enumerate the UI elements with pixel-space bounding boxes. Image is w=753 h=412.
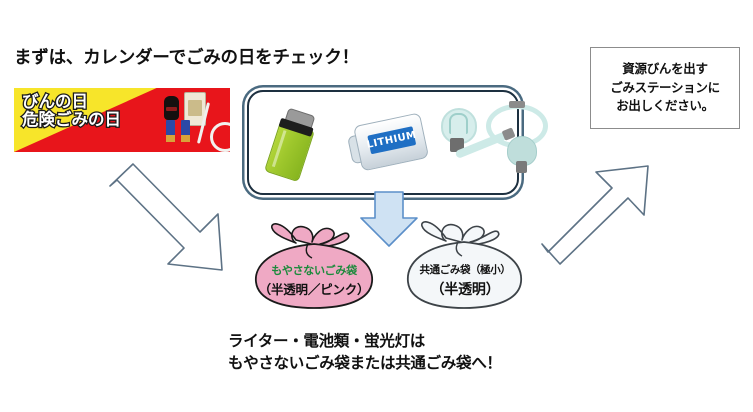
bag-shape xyxy=(407,221,522,309)
battery-photo-icon xyxy=(181,120,190,142)
bottom-caption: ライター・電池類・蛍光灯は もやさないごみ袋または共通ごみ袋へ！ xyxy=(228,330,502,374)
page-title: まずは、カレンダーでごみの日をチェック！ xyxy=(14,48,359,68)
pink-bag-label-line-2: （半透明／ピンク） xyxy=(258,282,370,297)
fluorescent-bulb-small-icon xyxy=(507,136,537,174)
caption-line-1: ライター・電池類・蛍光灯は xyxy=(228,332,425,350)
white-bag-label-line-1: 共通ごみ袋（極小） xyxy=(419,264,511,276)
pink-garbage-bag: もやさないごみ袋 （半透明／ピンク） xyxy=(248,218,380,310)
fluorescent-ring-photo-icon xyxy=(210,122,230,152)
caption-line-2: もやさないごみ袋または共通ごみ袋へ！ xyxy=(228,354,502,372)
blue-down-arrow-icon xyxy=(358,190,420,252)
fluorescent-bulb-icon xyxy=(441,108,477,154)
lighter-icon xyxy=(264,106,318,183)
white-garbage-bag: 共通ごみ袋（極小） （半透明） xyxy=(400,214,530,310)
hazardous-items-box: LITHIUM xyxy=(247,90,548,195)
bulb-coil xyxy=(449,113,468,134)
calendar-banner: びんの日 危険ごみの日 xyxy=(14,88,230,152)
pink-bag-label-line-1: もやさないごみ袋 xyxy=(271,264,357,277)
banner-line-1: びんの日 xyxy=(21,91,90,112)
note-text: 資源びんを出す ごみステーションに お出しください。 xyxy=(610,60,720,116)
banner-text: びんの日 危険ごみの日 xyxy=(21,91,123,131)
recycling-note-box: 資源びんを出す ごみステーションに お出しください。 xyxy=(590,47,740,129)
hazardous-items-row: LITHIUM xyxy=(249,92,548,193)
lithium-battery-icon: LITHIUM xyxy=(345,112,430,172)
note-line-1: 資源びんを出す xyxy=(622,60,708,76)
note-line-3: お出しください。 xyxy=(616,98,714,114)
up-right-arrow-icon xyxy=(536,162,662,274)
note-line-2: ごみステーションに xyxy=(610,79,720,95)
banner-line-2: 危険ごみの日 xyxy=(21,109,123,131)
down-right-arrow-icon xyxy=(88,158,228,280)
battery-photo-icon xyxy=(166,120,175,142)
bag-shape xyxy=(255,223,373,309)
lighter-photo-icon xyxy=(164,96,179,120)
bulb-base xyxy=(516,161,527,173)
white-bag-label-line-2: （半透明） xyxy=(430,282,500,298)
